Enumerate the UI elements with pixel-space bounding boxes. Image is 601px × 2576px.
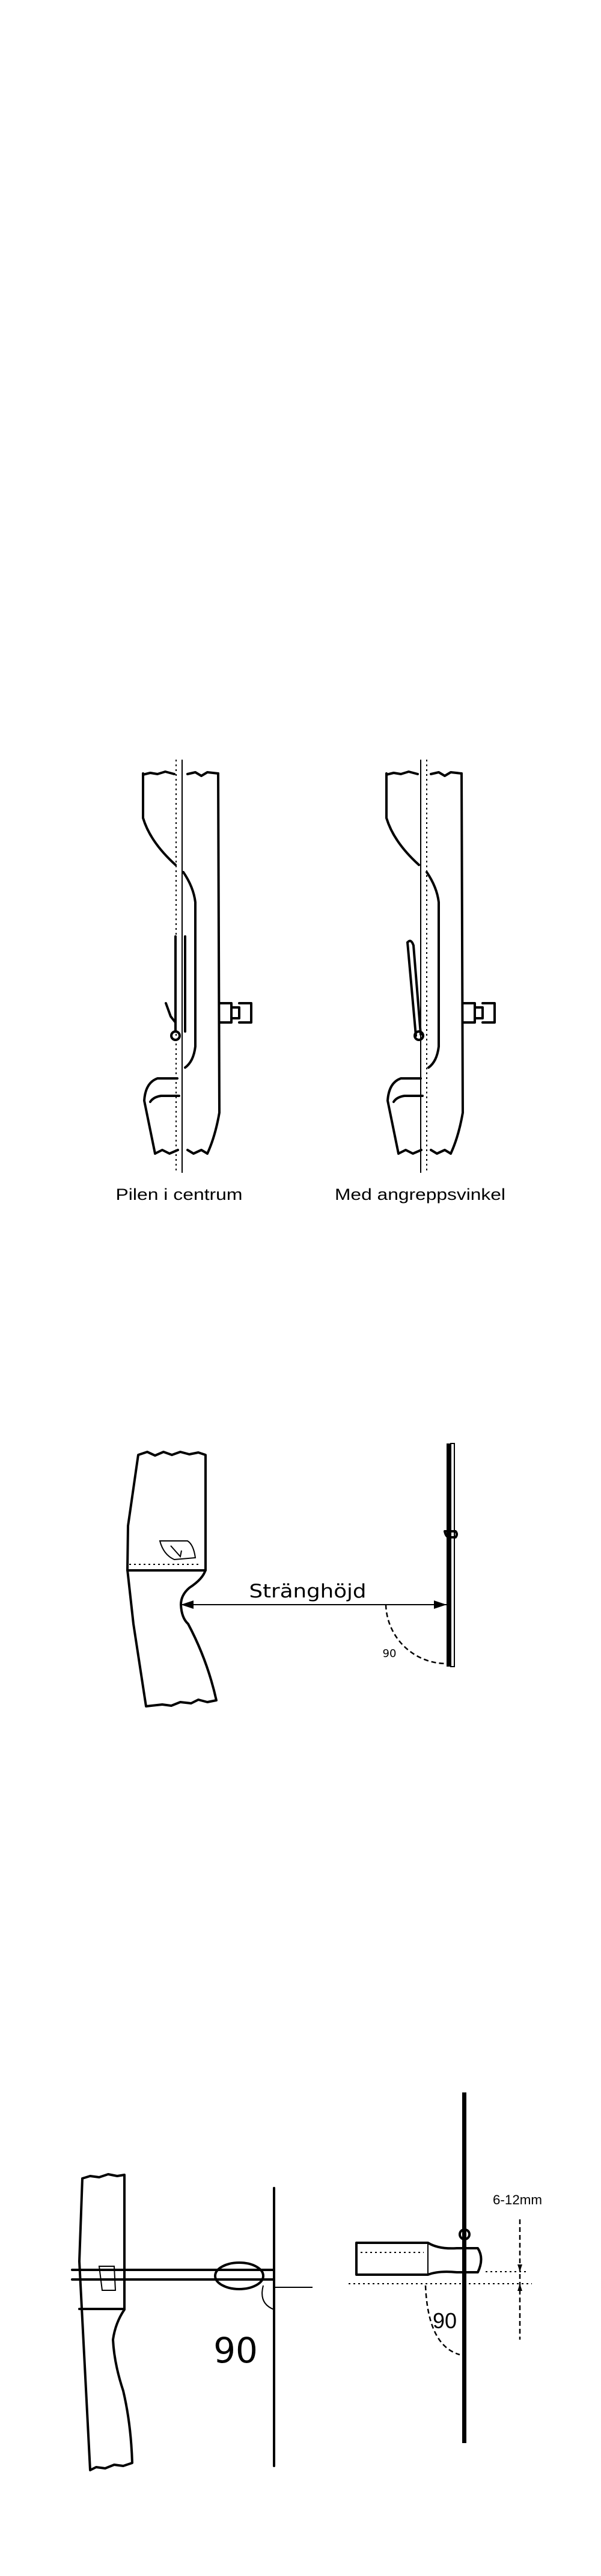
arrow-nock xyxy=(413,1030,424,1041)
nocking-point xyxy=(459,2228,471,2240)
figure-arrow-angled: Med angreppsvinkel xyxy=(335,760,505,1203)
caption-arrow-angled: Med angreppsvinkel xyxy=(335,1185,505,1203)
caption-arrow-centered: Pilen i centrum xyxy=(116,1185,243,1203)
arrow-rest-icon xyxy=(98,2266,117,2291)
figure-brace-height: Stränghöjd 90 xyxy=(126,1443,458,1708)
arrow-shaft xyxy=(71,2269,275,2281)
right-angle-arc xyxy=(385,1604,447,1665)
arrow-fletching xyxy=(214,2261,264,2290)
right-angle-arc xyxy=(261,2285,275,2310)
figure-arrow-square: 90 xyxy=(71,2173,313,2471)
right-angle-arc xyxy=(424,2285,460,2356)
arrow-fletch xyxy=(165,1002,177,1024)
arrow-rest-icon xyxy=(159,1540,197,1561)
nock-height-label: 6-12mm xyxy=(493,2192,542,2207)
bow-riser-drawing xyxy=(142,770,252,1155)
bowstring xyxy=(447,1443,451,1667)
arrow-nock xyxy=(170,1030,181,1041)
arrowhead-left xyxy=(181,1600,194,1609)
arrow-shaft xyxy=(355,2242,483,2276)
arrowhead-right xyxy=(434,1600,447,1609)
bow-riser-drawing xyxy=(385,770,496,1155)
angle-label: 90 xyxy=(433,2308,457,2333)
bow-riser-drawing xyxy=(78,2173,133,2471)
figure-nock-height: 6-12mm 90 xyxy=(349,2092,542,2443)
angle-label: 90 xyxy=(383,1647,397,1660)
nock-point xyxy=(444,1530,458,1539)
angle-label: 90 xyxy=(213,2330,258,2371)
bowstring xyxy=(462,2092,466,2443)
bow-riser-drawing xyxy=(126,1451,218,1708)
arrow-shaft xyxy=(174,935,186,1033)
arrow-shaft-angled xyxy=(406,939,422,1037)
brace-height-label: Stränghöjd xyxy=(249,1581,367,1602)
figure-arrow-centered: Pilen i centrum xyxy=(116,760,252,1203)
